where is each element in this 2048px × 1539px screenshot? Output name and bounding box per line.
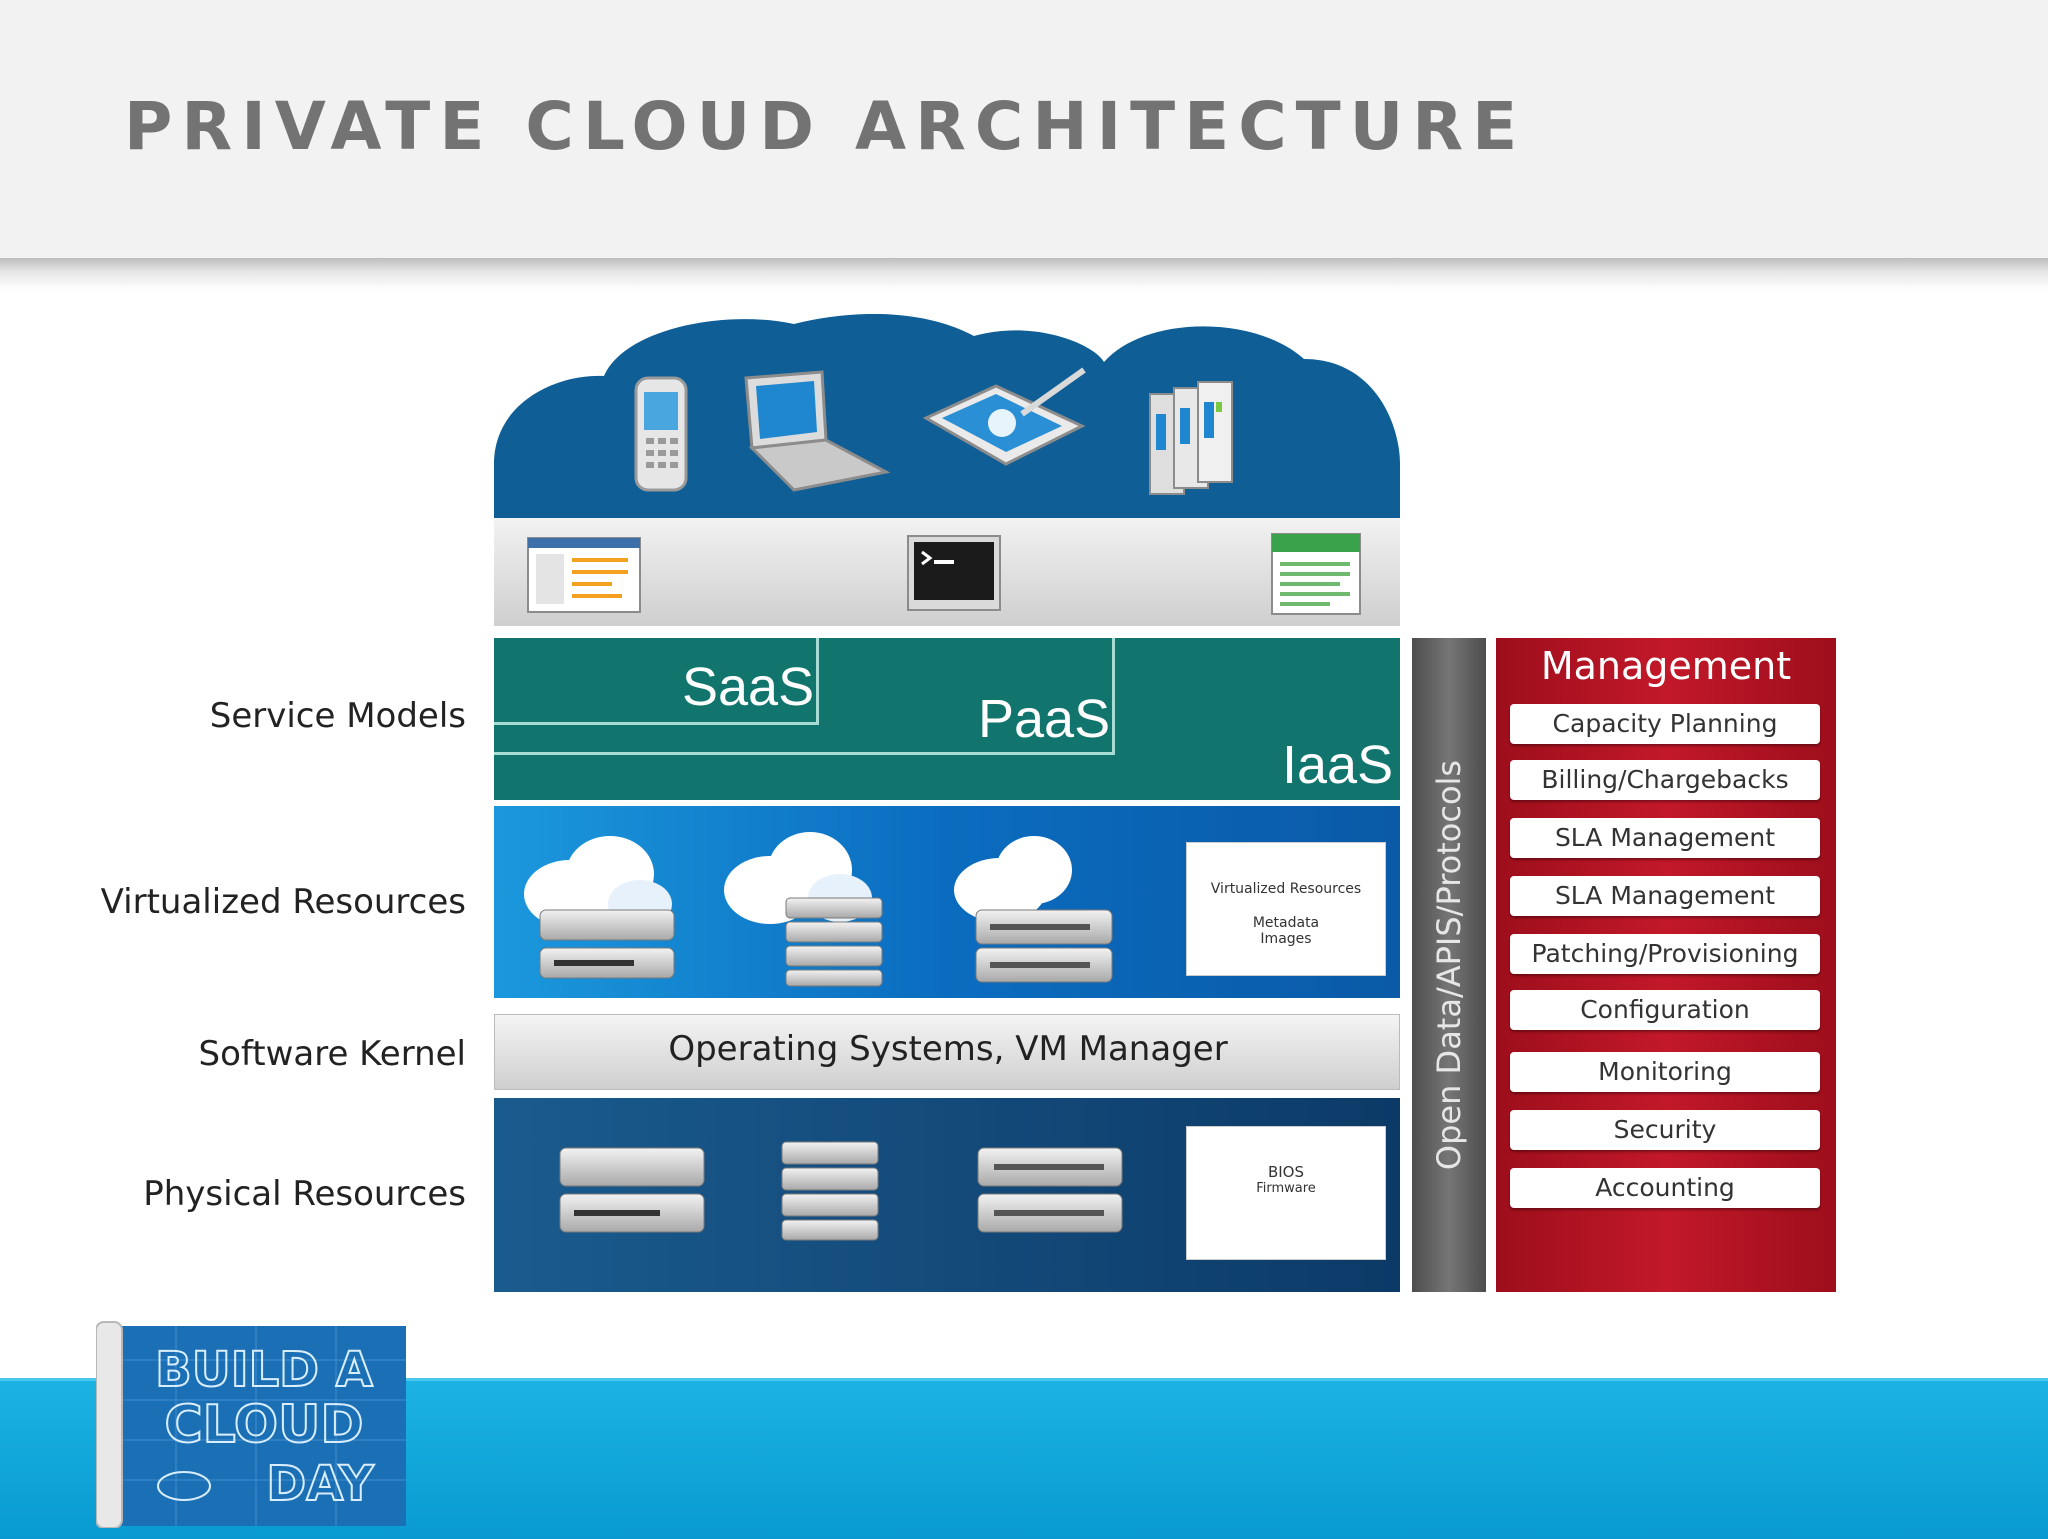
label-service-models: Service Models bbox=[209, 696, 466, 736]
server-rack-icon bbox=[1149, 381, 1233, 495]
storage-disks-icon bbox=[781, 1141, 879, 1241]
server-icon bbox=[975, 909, 1113, 983]
software-kernel-band: Operating Systems, VM Manager bbox=[494, 1014, 1400, 1090]
server-icon bbox=[559, 1147, 705, 1233]
management-item-configuration: Configuration bbox=[1510, 990, 1820, 1030]
management-item-billing: Billing/Chargebacks bbox=[1510, 760, 1820, 800]
label-virtualized-resources: Virtualized Resources bbox=[100, 882, 466, 922]
server-icon bbox=[539, 909, 675, 979]
management-item-security: Security bbox=[1510, 1110, 1820, 1150]
header-bar: PRIVATE CLOUD ARCHITECTURE bbox=[0, 0, 2048, 258]
management-title: Management bbox=[1540, 644, 1792, 688]
virtualized-box-title: Virtualized Resources bbox=[1210, 881, 1362, 897]
cloud-icon bbox=[157, 1471, 211, 1501]
laptop-icon bbox=[744, 370, 891, 492]
build-a-cloud-day-logo: BUILD A CLOUD DAY bbox=[96, 1321, 406, 1528]
management-item-monitoring: Monitoring bbox=[1510, 1052, 1820, 1092]
physical-info-box: BIOS Firmware bbox=[1186, 1126, 1386, 1260]
terminal-icon bbox=[907, 535, 1001, 611]
slide-title: PRIVATE CLOUD ARCHITECTURE bbox=[124, 88, 1527, 165]
kernel-label: Operating Systems, VM Manager bbox=[668, 1029, 1228, 1069]
protocols-label: Open Data/APIS/Protocols bbox=[1430, 759, 1468, 1171]
physical-resources-band: BIOS Firmware bbox=[494, 1098, 1400, 1292]
mobile-phone-icon bbox=[634, 376, 688, 492]
document-api-icon bbox=[1271, 533, 1361, 615]
label-physical-resources: Physical Resources bbox=[143, 1174, 466, 1214]
virtualized-info-box: Virtualized Resources Metadata Images bbox=[1186, 842, 1386, 976]
logo-line-2: CLOUD bbox=[164, 1395, 363, 1455]
images-text: Images bbox=[1260, 931, 1312, 947]
physical-servers-graphic bbox=[559, 1141, 1123, 1241]
web-portal-icon bbox=[527, 537, 641, 613]
management-item-sla: SLA Management bbox=[1510, 818, 1820, 858]
management-item-capacity-planning: Capacity Planning bbox=[1510, 704, 1820, 744]
paas-region bbox=[494, 638, 1115, 755]
storage-disks-icon bbox=[785, 897, 883, 987]
logo-line-3: DAY bbox=[266, 1456, 374, 1512]
cloud-icon bbox=[954, 836, 1072, 922]
open-data-protocols-bar: Open Data/APIS/Protocols bbox=[1412, 638, 1486, 1292]
management-item-accounting: Accounting bbox=[1510, 1168, 1820, 1208]
client-access-band bbox=[494, 518, 1400, 626]
firmware-text: Firmware bbox=[1256, 1181, 1316, 1196]
management-item-patching: Patching/Provisioning bbox=[1510, 934, 1820, 974]
tablet-icon bbox=[922, 367, 1086, 466]
paas-label: PaaS bbox=[978, 689, 1111, 749]
metadata-text: Metadata bbox=[1252, 915, 1320, 931]
cloud-devices-graphic bbox=[494, 314, 1400, 520]
management-panel: Management Capacity Planning Billing/Cha… bbox=[1496, 638, 1836, 1292]
label-software-kernel: Software Kernel bbox=[198, 1034, 466, 1074]
saas-region bbox=[494, 638, 819, 725]
virtualized-resources-band: Virtualized Resources Metadata Images bbox=[494, 806, 1400, 998]
virtual-servers-graphic bbox=[524, 832, 1113, 987]
server-icon bbox=[977, 1147, 1123, 1233]
bios-text: BIOS bbox=[1267, 1163, 1305, 1181]
iaas-label: IaaS bbox=[1282, 735, 1394, 795]
logo-line-1: BUILD A bbox=[155, 1342, 373, 1398]
management-item-sla: SLA Management bbox=[1510, 876, 1820, 916]
service-models-band: SaaS PaaS IaaS bbox=[494, 638, 1400, 800]
saas-label: SaaS bbox=[682, 657, 815, 717]
header-divider bbox=[0, 258, 2048, 290]
